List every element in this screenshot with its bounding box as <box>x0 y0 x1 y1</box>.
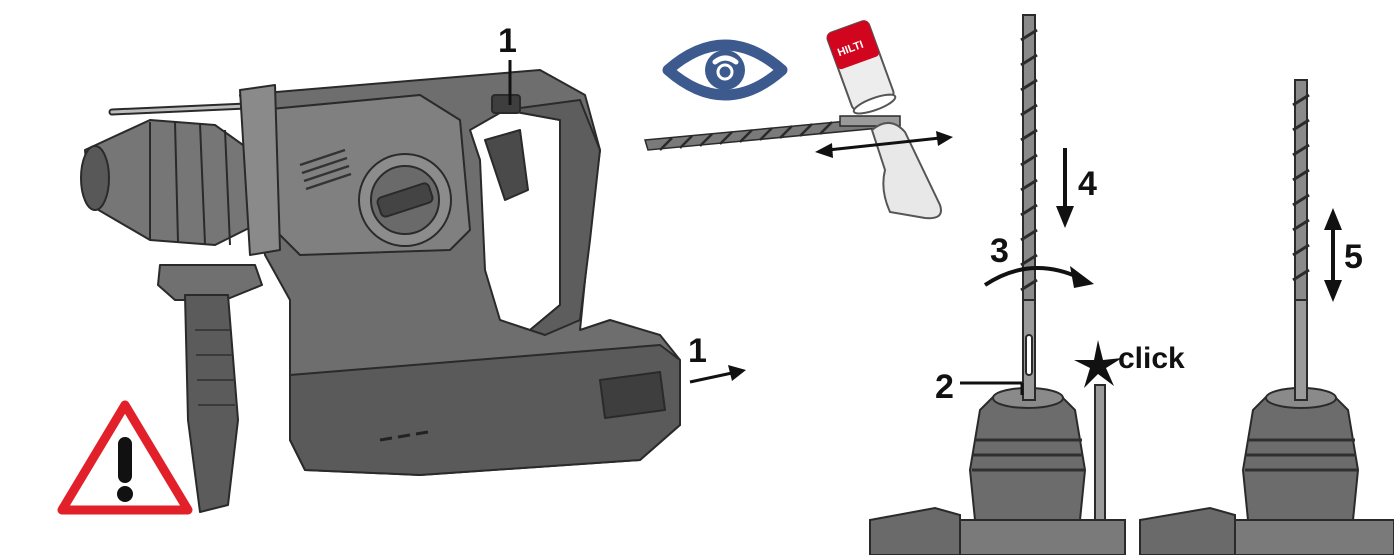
step-2-label: 2 <box>935 368 954 406</box>
step-5-label: 5 <box>1344 238 1363 276</box>
insert-down-arrow <box>1056 148 1074 228</box>
grease-tube-icon: HILTI <box>826 20 897 115</box>
pull-check-double-arrow <box>1324 208 1342 302</box>
step-1-side-label: 1 <box>688 332 707 370</box>
battery-release-arrow <box>689 365 746 384</box>
rotate-arrow <box>983 266 1094 288</box>
eye-icon <box>662 39 788 101</box>
step-4-label: 4 <box>1078 165 1097 203</box>
hammer-drill <box>80 69 681 513</box>
click-label: click <box>1118 342 1185 375</box>
spark-icon <box>1074 340 1122 388</box>
step-1-top-label: 1 <box>498 22 517 60</box>
cleaning-cloth <box>870 122 942 220</box>
wipe-double-arrow <box>815 131 953 158</box>
chuck-insertion <box>869 14 1126 555</box>
step-3-label: 3 <box>990 232 1009 270</box>
warning-triangle-icon <box>57 400 193 515</box>
chuck-check <box>1139 79 1394 555</box>
